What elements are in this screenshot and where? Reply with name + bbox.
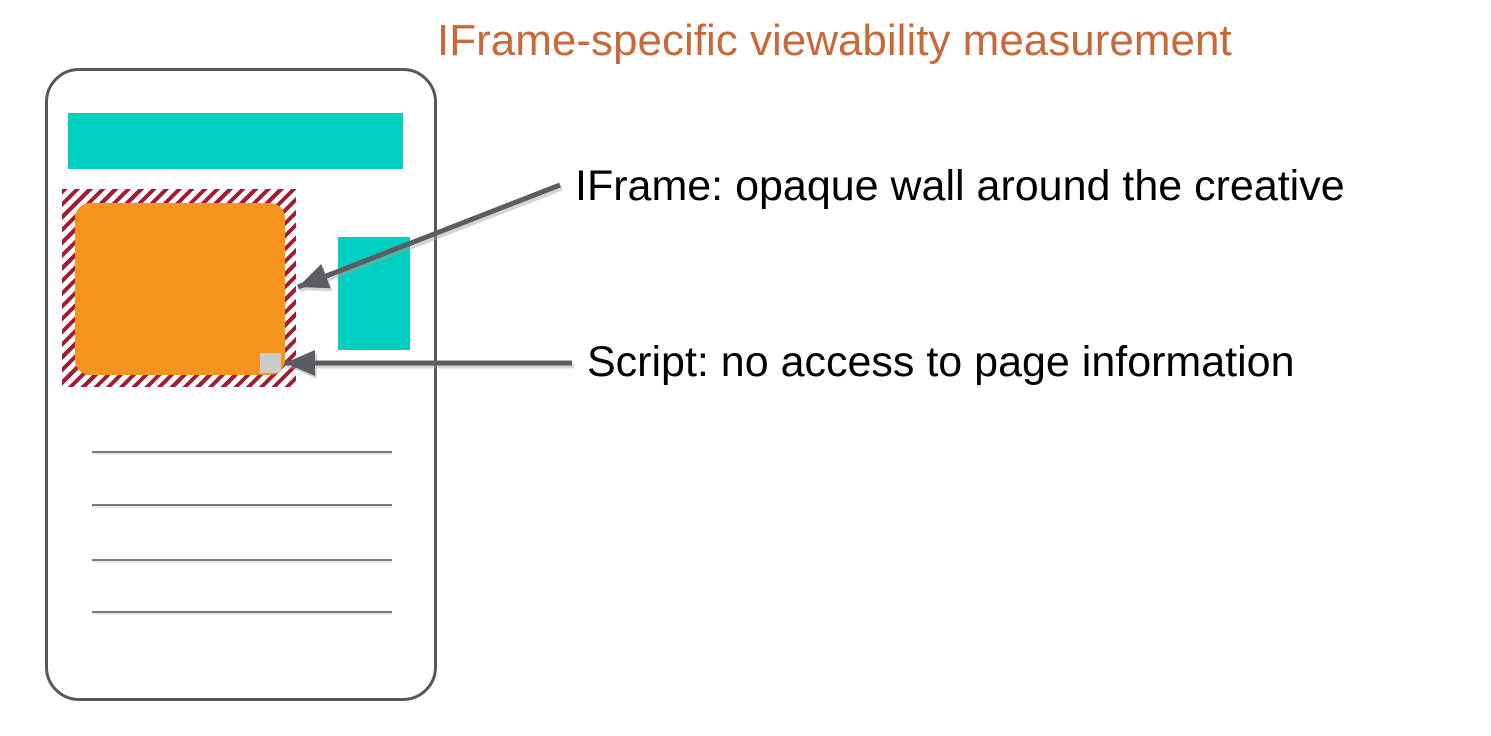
iframe-annotation-label: IFrame: opaque wall around the creative [575,162,1345,210]
creative-rect [75,203,285,375]
script-annotation-label: Script: no access to page information [587,338,1295,386]
diagram-title: IFrame-specific viewability measurement [437,16,1232,65]
header-bar [68,113,403,169]
text-line [92,504,392,506]
text-line [92,559,392,561]
sidebar-ad-rect [338,237,410,350]
measurement-script-square [260,353,281,373]
text-line [92,451,392,453]
text-line [92,611,392,613]
